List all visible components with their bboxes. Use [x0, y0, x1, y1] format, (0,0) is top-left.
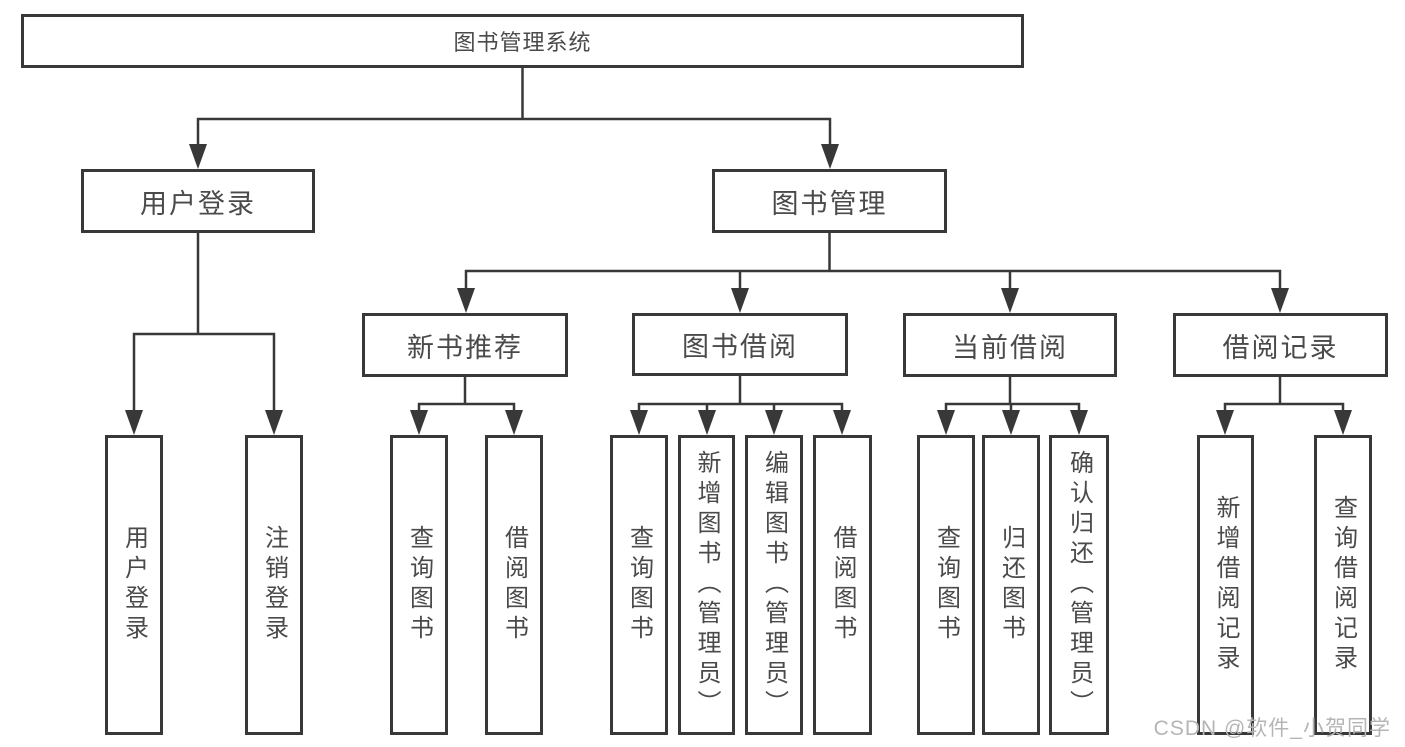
watermark: CSDN @软件_小贺同学 — [1153, 717, 1391, 740]
leaf-query-book-recommend: 查询图书 — [390, 435, 448, 735]
leaf-confirm-return-admin: 确认归还（管理员） — [1049, 435, 1109, 735]
leaf-return-book: 归还图书 — [982, 435, 1040, 735]
node-label: 新书推荐 — [407, 332, 523, 363]
node-label: 编辑图书（管理员） — [760, 450, 788, 720]
node-current-borrow: 当前借阅 — [903, 313, 1117, 377]
leaf-user-login: 用户登录 — [105, 435, 163, 735]
leaf-borrow-book-recommend: 借阅图书 — [485, 435, 543, 735]
leaf-logout: 注销登录 — [245, 435, 303, 735]
leaf-add-borrow-record: 新增借阅记录 — [1197, 435, 1254, 735]
node-label: 图书管理 — [771, 188, 888, 219]
node-label: 查询图书 — [405, 525, 433, 645]
leaf-add-book-admin: 新增图书（管理员） — [678, 435, 735, 735]
node-label: 查询图书 — [932, 525, 960, 645]
node-label: 图书管理系统 — [453, 30, 592, 55]
leaf-borrow-book: 借阅图书 — [813, 435, 872, 735]
node-borrow-records: 借阅记录 — [1173, 313, 1388, 377]
node-label: 新增图书（管理员） — [693, 450, 720, 720]
node-label: 查询借阅记录 — [1329, 495, 1357, 675]
leaf-query-book-borrow: 查询图书 — [610, 435, 668, 735]
node-label: 归还图书 — [997, 525, 1025, 645]
node-label: 查询图书 — [625, 525, 653, 645]
node-label: 用户登录 — [140, 188, 256, 219]
node-book-borrow: 图书借阅 — [632, 313, 848, 376]
node-label: 借阅图书 — [829, 525, 856, 645]
leaf-query-borrow-record: 查询借阅记录 — [1314, 435, 1372, 735]
node-label: 借阅图书 — [500, 525, 528, 645]
node-label: 当前借阅 — [952, 332, 1068, 363]
node-root: 图书管理系统 — [21, 14, 1024, 68]
node-new-book-recommend: 新书推荐 — [362, 313, 568, 377]
node-label: 用户登录 — [120, 525, 148, 645]
node-label: 借阅记录 — [1222, 332, 1339, 363]
node-label: 确认归还（管理员） — [1065, 450, 1093, 720]
node-label: 新增借阅记录 — [1212, 495, 1239, 675]
node-user-login: 用户登录 — [81, 169, 315, 233]
node-label: 注销登录 — [260, 525, 288, 645]
leaf-edit-book-admin: 编辑图书（管理员） — [745, 435, 803, 735]
node-label: 图书借阅 — [682, 332, 798, 362]
node-book-management: 图书管理 — [712, 169, 947, 233]
arrowheads — [125, 144, 1352, 435]
leaf-query-book-current: 查询图书 — [917, 435, 975, 735]
